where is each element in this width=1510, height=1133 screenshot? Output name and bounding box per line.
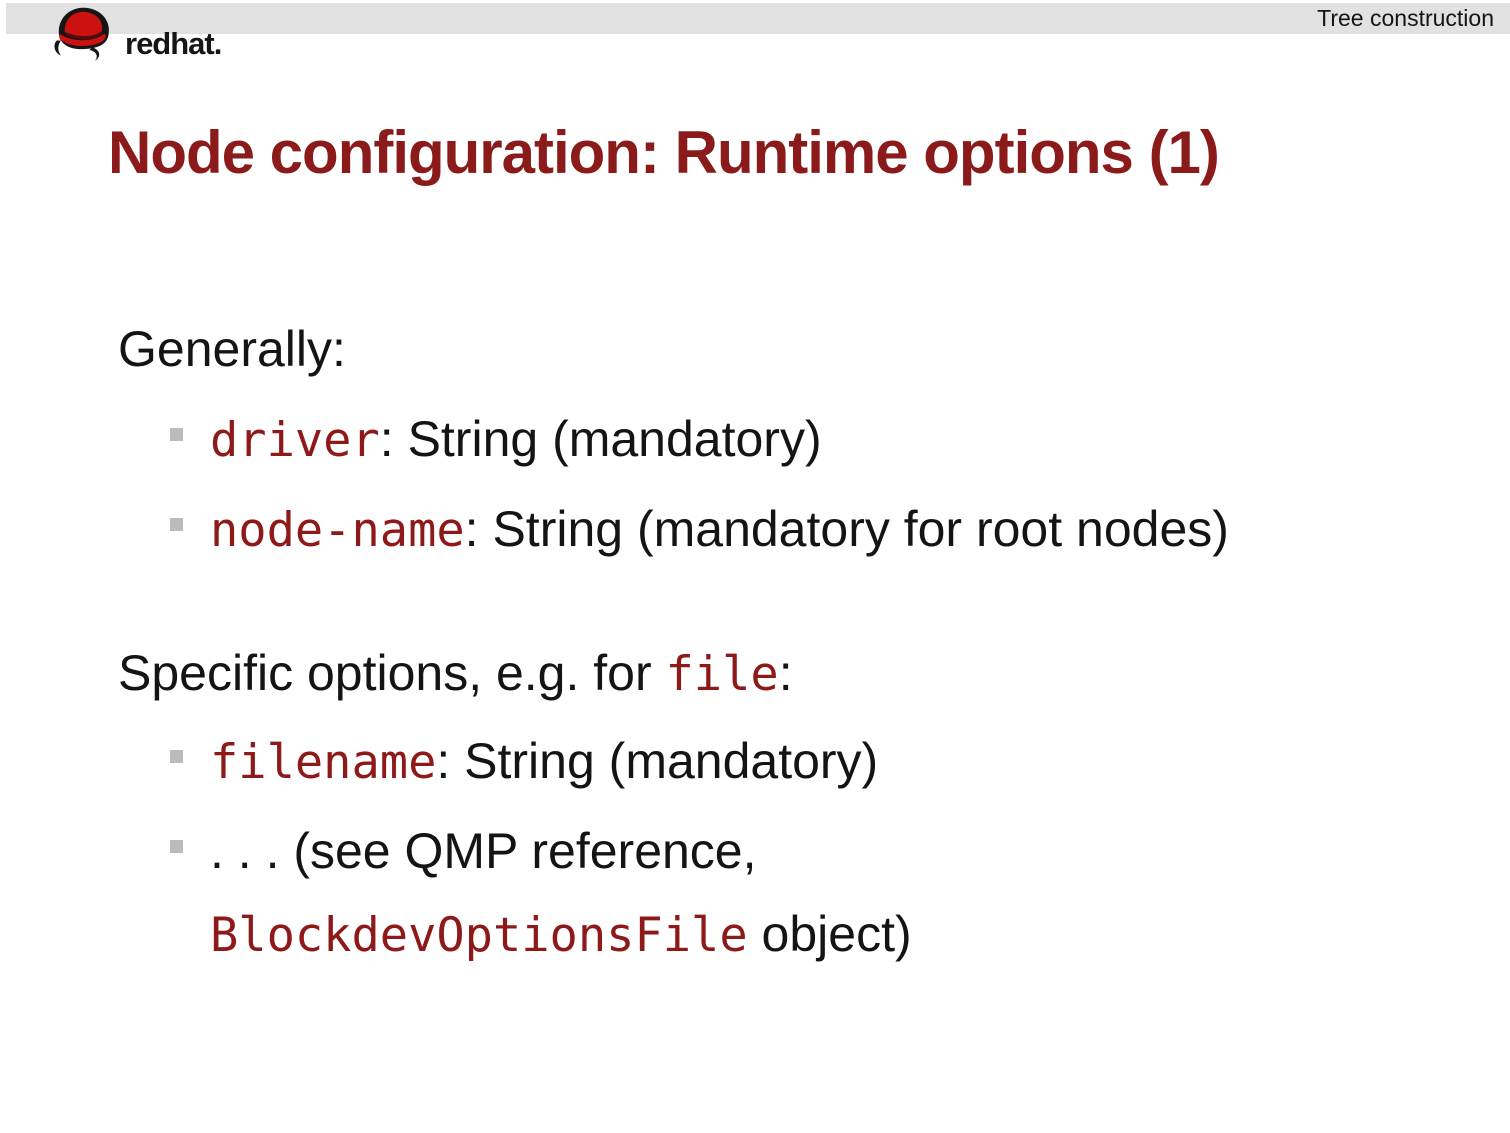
section-title: Tree construction [1317,5,1494,31]
bullet-square-icon [170,518,183,531]
code-run: file [665,647,779,702]
bullet-item-filename: filename: String (mandatory) [170,730,878,794]
text-run: Specific options, e.g. for [118,645,666,701]
text-run: Generally: [118,321,346,377]
text-run: : String (mandatory for root nodes) [464,501,1229,557]
text-run: : String (mandatory) [436,733,879,789]
redhat-wordmark: redhat. [125,26,223,62]
bullet-item-see-qmp: . . . (see QMP reference, [170,820,757,882]
section-header-bar: Tree construction [6,3,1510,34]
bullet-square-icon [170,428,183,441]
paragraph-generally: Generally: [118,318,346,380]
text-run: object) [747,906,912,962]
red-fedora-hat-icon [54,7,109,61]
wordmark-period: . [213,26,223,61]
bullet-continuation-blockdev: BlockdevOptionsFile object) [210,903,912,967]
bullet-item-driver: driver: String (mandatory) [170,408,822,472]
wordmark-hat: hat [170,26,214,61]
text-run: . . . (see QMP reference, [210,823,757,879]
wordmark-red: red [125,26,171,61]
bullet-item-node-name: node-name: String (mandatory for root no… [170,498,1229,562]
redhat-logo: redhat. [50,2,223,68]
code-run: BlockdevOptionsFile [210,908,748,963]
paragraph-specific-options: Specific options, e.g. for file: [118,642,793,706]
code-run: filename [210,735,437,790]
code-run: node-name [210,503,465,558]
code-run: driver [210,413,380,468]
bullet-square-icon [170,750,183,763]
slide-title: Node configuration: Runtime options (1) [108,119,1220,186]
bullet-square-icon [170,840,183,853]
text-run: : String (mandatory) [379,411,822,467]
text-run: : [778,645,793,701]
